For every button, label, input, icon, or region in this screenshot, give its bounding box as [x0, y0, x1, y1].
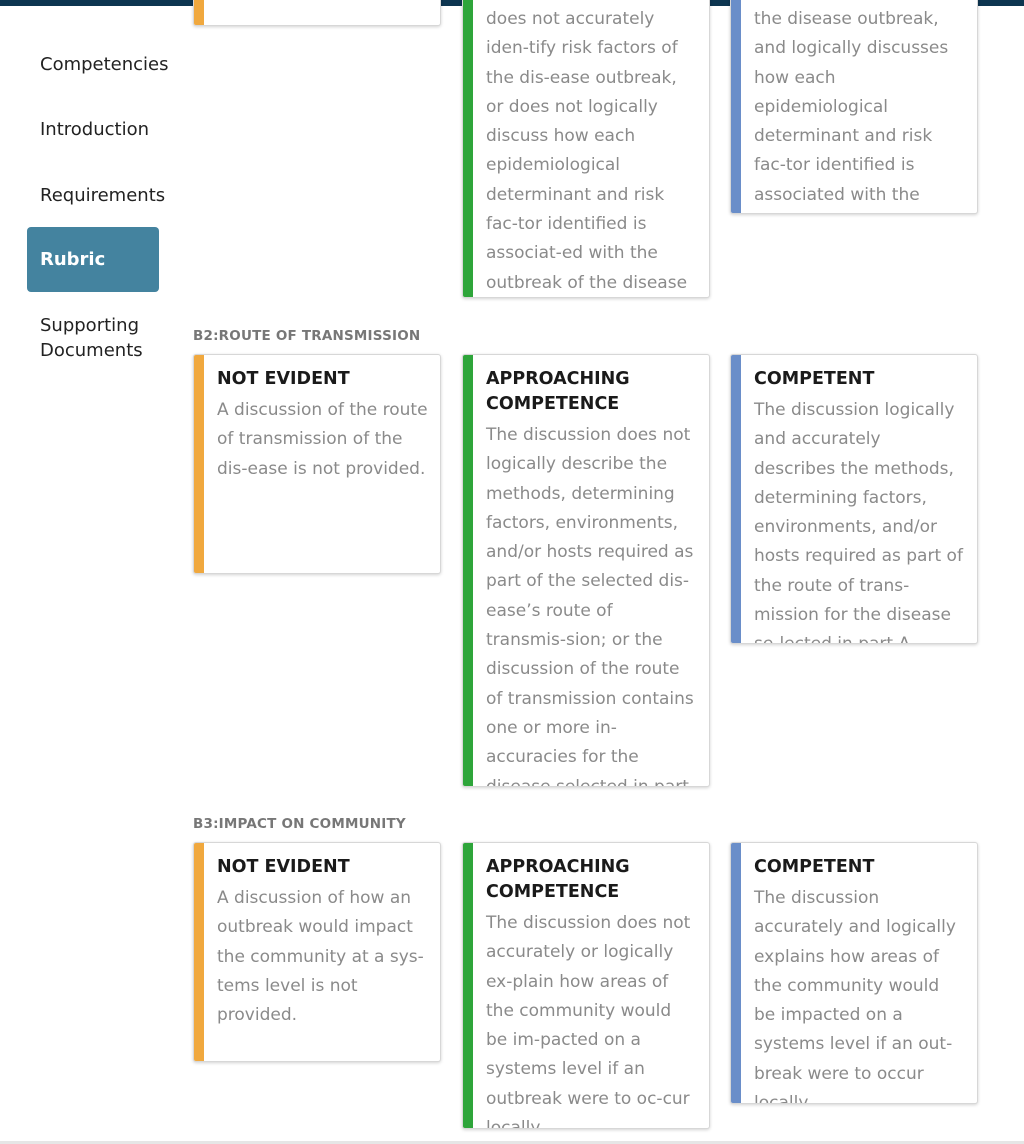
card-title: COMPETENT — [754, 857, 875, 877]
bottom-divider — [0, 1141, 1024, 1144]
nav-item-rubric[interactable]: Rubric — [27, 227, 159, 292]
card-description: The discussion does not accurately or lo… — [486, 913, 691, 1129]
card-title: NOT EVIDENT — [217, 857, 350, 877]
status-bar-competent — [731, 0, 741, 213]
section-label-b2: B2:ROUTE OF TRANSMISSION — [193, 328, 421, 344]
b2-approaching-card: APPROACHING COMPETENCE The discussion do… — [462, 354, 710, 787]
b3-not-evident-card: NOT EVIDENT A discussion of how an outbr… — [193, 842, 441, 1062]
card-description: The discussion accurately and logically … — [754, 888, 956, 1104]
nav-item-introduction[interactable]: Introduction — [40, 119, 150, 140]
card-title: APPROACHING COMPETENCE — [486, 369, 630, 414]
status-bar-approaching — [463, 0, 473, 297]
b2-competent-card: COMPETENT The discussion logically and a… — [730, 354, 978, 644]
card-description: A discussion of how an outbreak would im… — [217, 888, 424, 1026]
card-title: NOT EVIDENT — [217, 369, 350, 389]
card-description: The discussion does not logically descri… — [486, 425, 694, 787]
b3-approaching-card: APPROACHING COMPETENCE The discussion do… — [462, 842, 710, 1129]
status-bar-approaching — [463, 843, 473, 1128]
status-bar-approaching — [463, 355, 473, 786]
card-title: COMPETENT — [754, 369, 875, 389]
status-bar-not-evident — [194, 843, 204, 1061]
nav-item-supporting-documents[interactable]: Supporting Documents — [40, 315, 143, 361]
sidebar-nav: Competencies Introduction Requirements R… — [0, 0, 180, 1144]
b1-not-evident-card — [193, 0, 441, 26]
b2-not-evident-card: NOT EVIDENT A discussion of the route of… — [193, 354, 441, 574]
b1-approaching-card: does not accurately iden-tify risk facto… — [462, 0, 710, 298]
nav-item-competencies[interactable]: Competencies — [40, 54, 169, 75]
card-description: the disease outbreak, and logically disc… — [754, 9, 949, 205]
card-description: The discussion logically and accurately … — [754, 400, 963, 643]
section-label-b3: B3:IMPACT ON COMMUNITY — [193, 816, 406, 832]
status-bar-competent — [731, 843, 741, 1103]
b1-competent-card: the disease outbreak, and logically disc… — [730, 0, 978, 214]
card-title: APPROACHING COMPETENCE — [486, 857, 630, 902]
nav-item-requirements[interactable]: Requirements — [40, 185, 166, 206]
status-bar-competent — [731, 355, 741, 643]
b3-competent-card: COMPETENT The discussion accurately and … — [730, 842, 978, 1104]
card-description: does not accurately iden-tify risk facto… — [486, 9, 688, 293]
status-bar-not-evident — [194, 355, 204, 573]
card-description: A discussion of the route of transmissio… — [217, 400, 428, 479]
status-bar-not-evident — [194, 0, 204, 25]
